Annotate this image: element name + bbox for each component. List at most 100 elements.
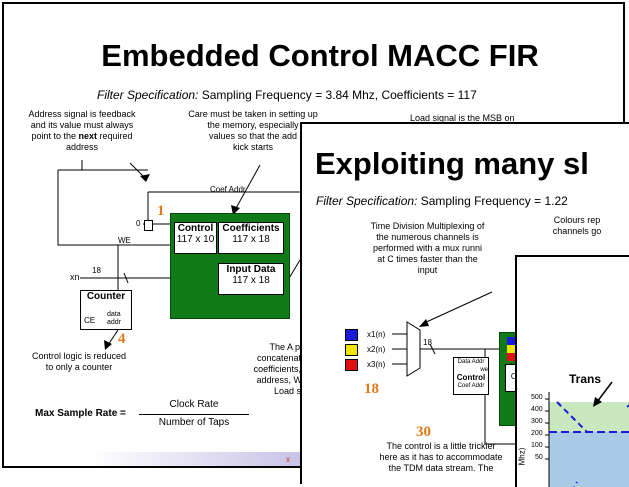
chart-green-region bbox=[549, 402, 629, 432]
slide-title: Embedded Control MACC FIR bbox=[101, 38, 539, 73]
we-label: WE bbox=[118, 236, 131, 245]
coefficients-memory-title: Coefficients bbox=[222, 223, 280, 234]
tdm-note-line: Time Division Multiplexing of bbox=[370, 221, 485, 231]
a-port-note-line: address, WE bbox=[256, 375, 308, 385]
slide2-spec-label: Filter Specification: bbox=[316, 194, 418, 208]
trans-arrow-line bbox=[596, 381, 613, 403]
tdm-note-line: input bbox=[417, 265, 438, 275]
tdm-note-line: the numerous channels is bbox=[376, 232, 479, 242]
slide2-control-block: Data Addr we Control Coef Addr bbox=[453, 357, 489, 395]
xn-label: xn bbox=[70, 272, 80, 282]
feedback-wire bbox=[57, 170, 100, 246]
slide2-spec-text: Sampling Frequency = 1.22 bbox=[417, 194, 568, 208]
step-number-1: 1 bbox=[157, 203, 165, 219]
colours-note: Colours rep channels go bbox=[537, 215, 617, 237]
counter-ce-label: CE bbox=[84, 316, 96, 325]
counter-addr-label: addr bbox=[107, 319, 122, 326]
trans-arrowhead bbox=[593, 397, 602, 407]
channel-1-swatch bbox=[345, 329, 358, 341]
filter-spec-text: Sampling Frequency = 3.84 Mhz, Coefficie… bbox=[198, 88, 477, 102]
control-logic-note-line: Control logic is reduced bbox=[31, 351, 127, 361]
address-note-line: and its value must always bbox=[30, 120, 134, 130]
control-memory-title: Control bbox=[177, 223, 214, 234]
a-port-note-line: The A por bbox=[269, 342, 308, 352]
a-port-note-line: concatenatio bbox=[256, 353, 308, 363]
input-x2: x2(n) bbox=[367, 345, 386, 354]
slide2-bus-width: 18 bbox=[423, 338, 432, 347]
control-memory-size: 117 x 10 bbox=[176, 234, 215, 245]
tdm-note: Time Division Multiplexing of the numero… bbox=[360, 221, 495, 276]
channel-3-swatch bbox=[345, 359, 358, 371]
address-arrowhead bbox=[140, 174, 150, 182]
step-number-30: 30 bbox=[416, 424, 431, 440]
a-port-note: The A por concatenatio coefficients, c a… bbox=[248, 342, 308, 397]
coef-addr-label: Coef Addr bbox=[210, 185, 246, 194]
filter-spec: Filter Specification: Sampling Frequency… bbox=[97, 88, 477, 102]
care-note-line: kick starts bbox=[232, 142, 273, 152]
y-tick-50: 50 bbox=[535, 454, 543, 461]
y-tick-300: 300 bbox=[531, 418, 543, 425]
input-x3: x3(n) bbox=[367, 360, 386, 369]
step-number-4: 4 bbox=[118, 331, 126, 347]
max-sample-rate-label: Max Sample Rate = bbox=[35, 408, 126, 419]
a-port-note-line: Load sig bbox=[273, 386, 308, 396]
tdm-control-note-line: the TDM data stream. The bbox=[388, 463, 494, 473]
formula-numerator: Clock Rate bbox=[169, 399, 219, 410]
address-note-line: address bbox=[65, 142, 99, 152]
coefficients-memory-size: 117 x 18 bbox=[232, 234, 270, 245]
input-x1: x1(n) bbox=[367, 330, 386, 339]
y-axis-label: Mhz) bbox=[517, 447, 527, 466]
ctrl-coef-addr: Coef Addr bbox=[457, 383, 485, 389]
counter-data-label: data bbox=[107, 311, 121, 318]
care-arrow-line bbox=[234, 164, 261, 211]
y-tick-200: 200 bbox=[531, 430, 543, 437]
care-note-line: the memory, especially bbox=[207, 120, 299, 130]
tdm-control-note-line: here as it has to accommodate bbox=[379, 452, 503, 462]
formula-divider bbox=[139, 414, 249, 415]
control-logic-note: Control logic is reduced to only a count… bbox=[14, 351, 144, 373]
care-note-line: values so that the add bbox=[208, 131, 298, 141]
care-arrowhead bbox=[231, 205, 240, 215]
y-tick-100: 100 bbox=[531, 442, 543, 449]
load-note: Load signal is the MSB on bbox=[410, 113, 515, 123]
input-data-memory-title: Input Data bbox=[226, 264, 276, 275]
step-number-18: 18 bbox=[364, 381, 379, 397]
care-note-line: Care must be taken in setting up bbox=[188, 109, 318, 119]
counter-arrowhead bbox=[104, 340, 112, 350]
trans-label: Trans bbox=[569, 372, 602, 386]
bus-width-label: 18 bbox=[92, 266, 101, 275]
footer-band bbox=[90, 452, 300, 466]
slide2-filter-spec: Filter Specification: Sampling Frequency… bbox=[316, 194, 568, 208]
y-tick-500: 500 bbox=[531, 394, 543, 401]
address-wire bbox=[81, 160, 148, 171]
chart-dashed-diagonal bbox=[556, 401, 588, 433]
address-note: Address signal is feedback and its value… bbox=[22, 109, 142, 153]
care-note: Care must be taken in setting up the mem… bbox=[183, 109, 323, 159]
tdm-control-note-line: The control is a little trickier bbox=[386, 441, 496, 451]
a-port-note-line: coefficients, c bbox=[253, 364, 308, 374]
tdm-note-line: at C times faster than the bbox=[377, 254, 478, 264]
slide2-wires bbox=[392, 291, 562, 445]
tdm-arrowhead bbox=[419, 319, 429, 327]
counter-title: Counter bbox=[86, 291, 126, 302]
chart-fragment-svg bbox=[545, 381, 629, 487]
footer-mark: x bbox=[286, 455, 290, 464]
control-logic-note-line: to only a counter bbox=[45, 362, 113, 372]
slide-chart-fragment: Trans 500 400 300 200 100 50 Mhz) bbox=[515, 255, 629, 487]
zero-label: 0 bbox=[136, 219, 141, 228]
slide2-title: Exploiting many sl bbox=[315, 146, 589, 181]
colours-note-line: Colours rep bbox=[553, 215, 601, 225]
tdm-note-line: performed with a mux runni bbox=[372, 243, 483, 253]
colours-note-line: channels go bbox=[552, 226, 602, 236]
address-note-line: Address signal is feedback bbox=[28, 109, 136, 119]
address-note-line: point to the next required bbox=[31, 131, 133, 141]
ctrl-we: we bbox=[480, 367, 488, 373]
counter-arrow-line bbox=[107, 329, 119, 346]
input-data-memory-size: 117 x 18 bbox=[232, 275, 270, 286]
formula-denominator: Number of Taps bbox=[158, 417, 230, 428]
filter-spec-label: Filter Specification: bbox=[97, 88, 199, 102]
